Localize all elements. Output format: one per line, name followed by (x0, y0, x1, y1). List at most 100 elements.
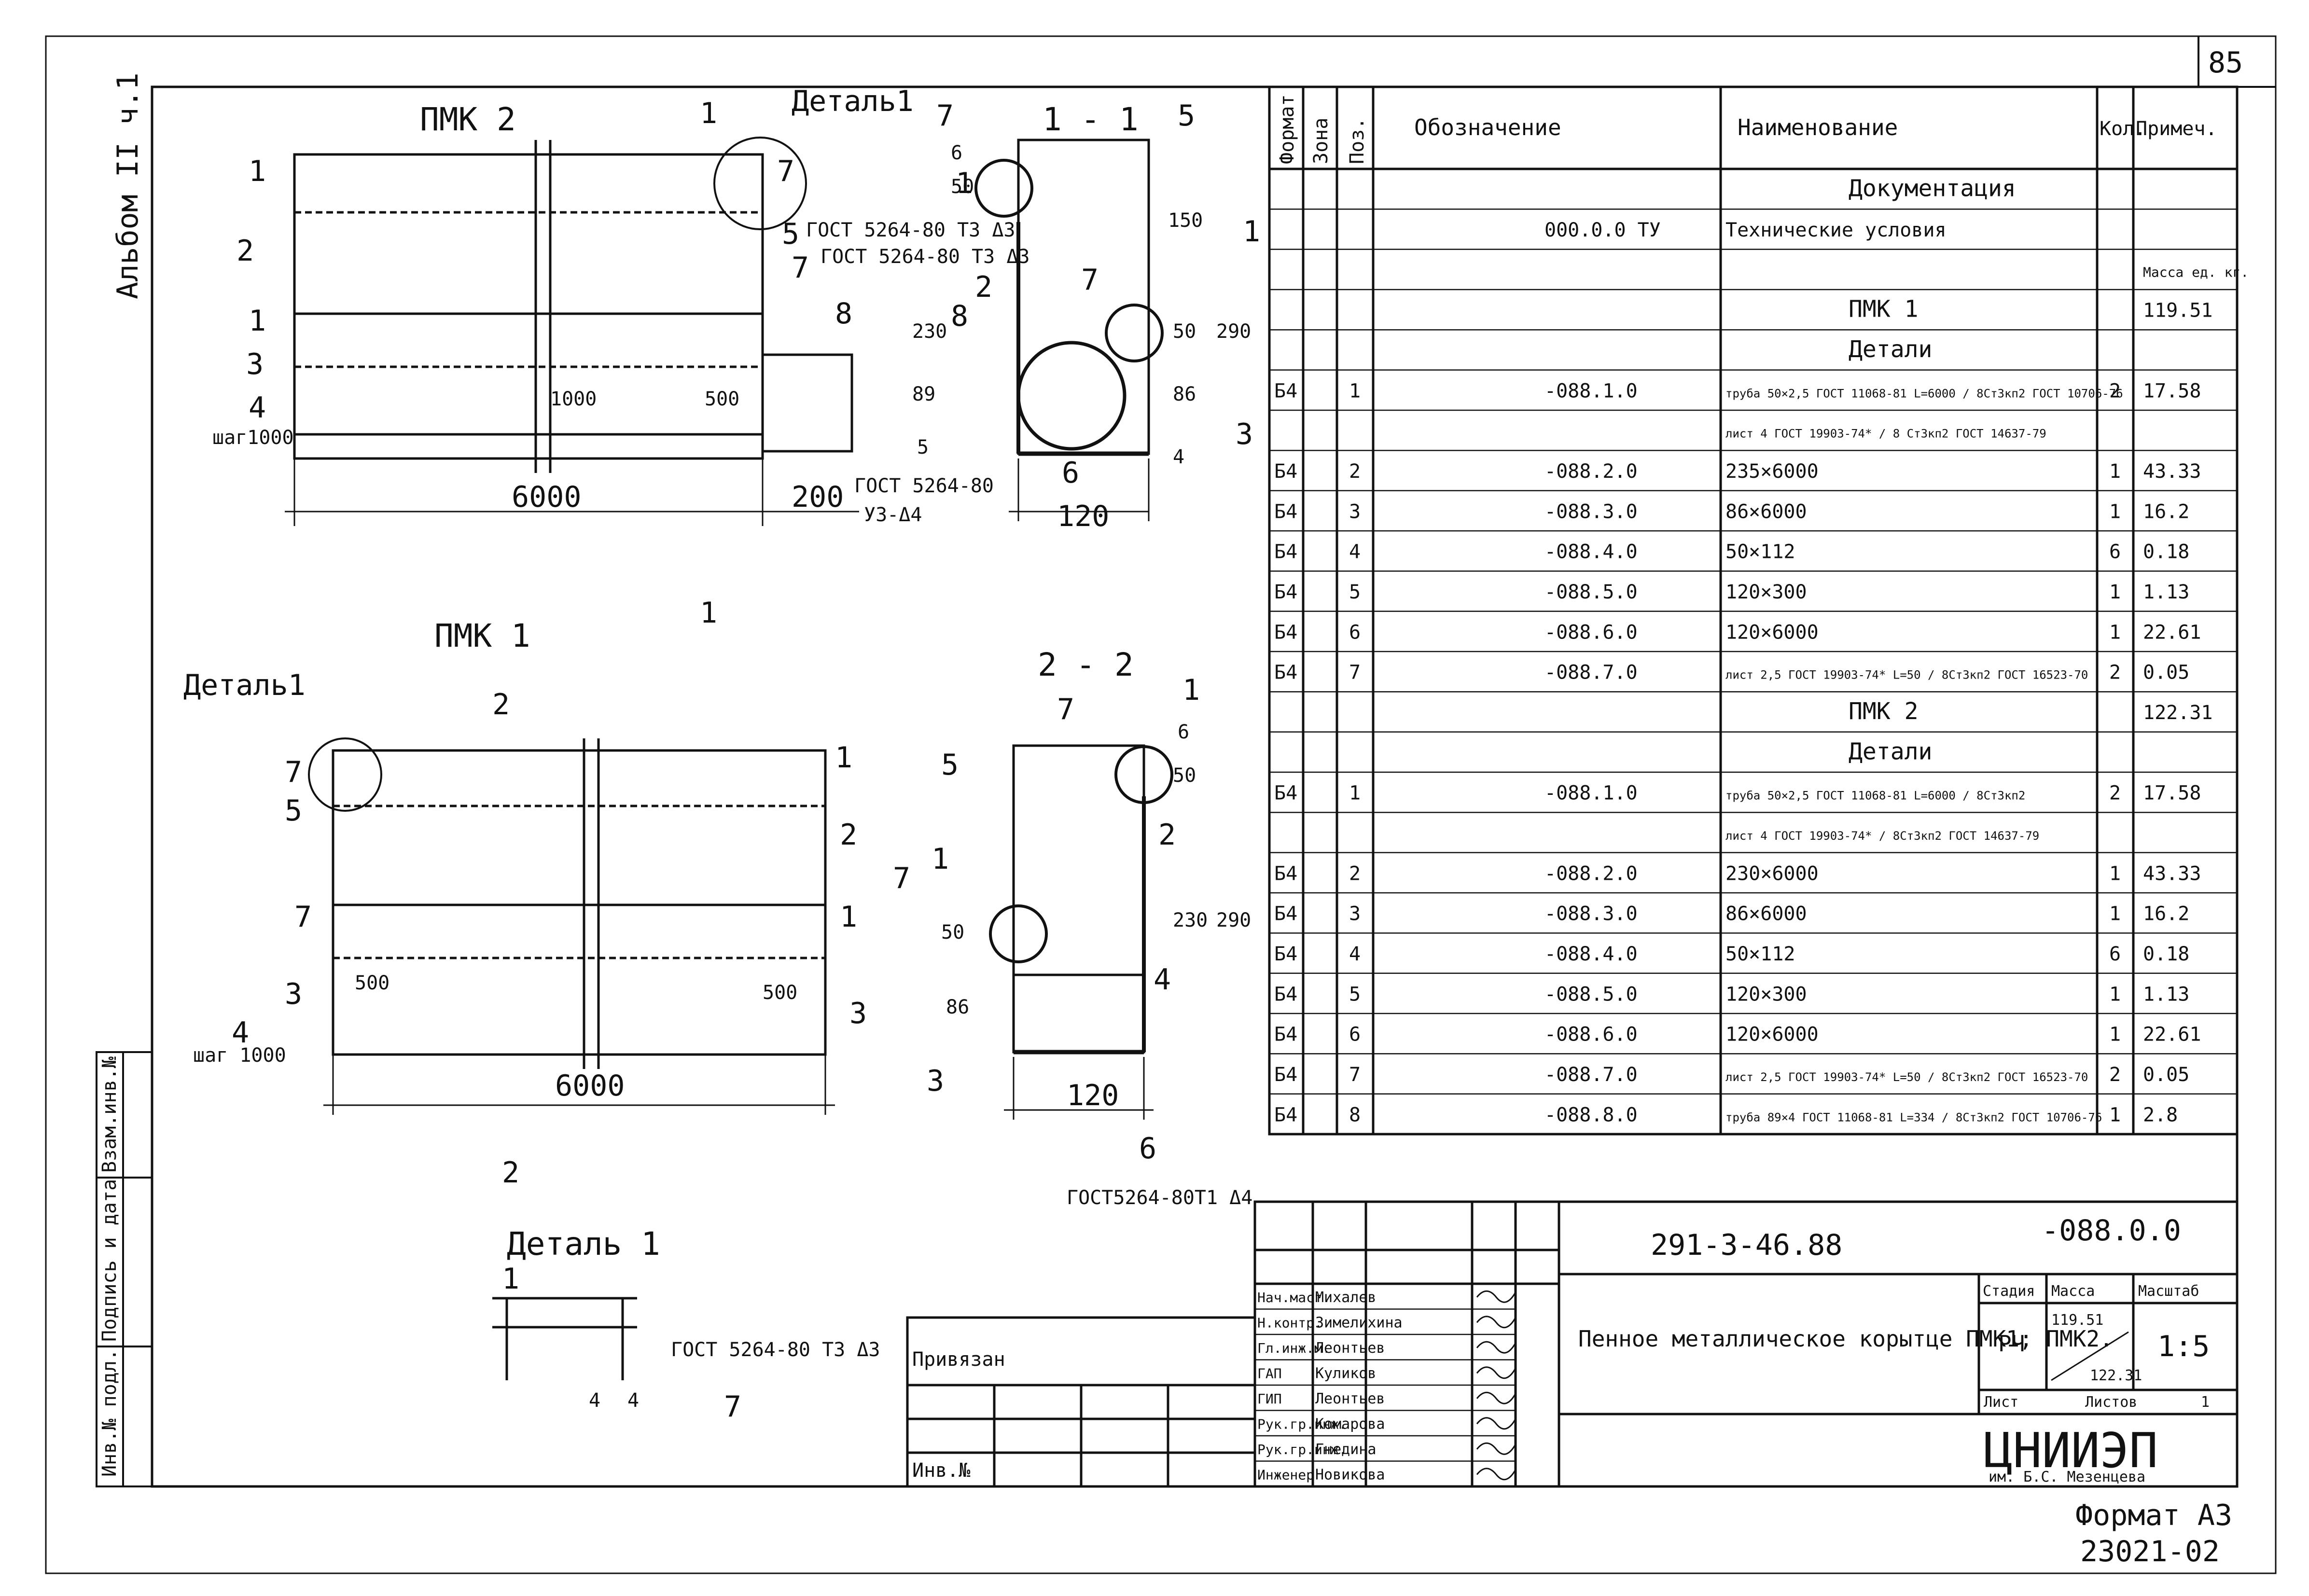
section-2-2-pos-1a: 1 (1182, 673, 1200, 707)
pmk2-view: ПМК 2 Деталь1 1 ГОСТ 5264-80 Т3 Δ3 ГОСТ … (212, 84, 1029, 526)
spec-cell-note: 2.8 (2143, 1104, 2178, 1126)
section-2-2-title: 2 - 2 (1038, 646, 1134, 683)
pmk2-dim-tail: 200 (792, 480, 844, 514)
spec-cell-note: 122.31 (2143, 702, 2213, 724)
detail-1-pos-7: 7 (724, 1390, 741, 1424)
spec-cell-format: Б4 (1274, 943, 1297, 965)
spec-cell-designation: -088.2.0 (1544, 862, 1638, 885)
pmk2-dim-length: 6000 (512, 480, 582, 514)
detail-1-dim-4a: 4 (589, 1389, 600, 1412)
side-field-signature: Подпись и дата (98, 1179, 121, 1342)
section-1-1-pos-1b: 1 (1243, 215, 1260, 249)
spec-cell-name: Технические условия (1725, 219, 1947, 241)
section-2-2-pos-6: 6 (1139, 1132, 1156, 1166)
section-1-1-dim-120: 120 (1057, 500, 1109, 533)
pmk2-pos-7b: 7 (792, 251, 809, 285)
spec-cell-designation: -088.6.0 (1544, 1024, 1638, 1046)
pmk2-title: ПМК 2 (420, 101, 516, 138)
spec-cell-format: Б4 (1274, 460, 1297, 483)
spec-cell-note: 16.2 (2143, 500, 2189, 523)
pmk2-pos-3: 3 (246, 347, 264, 381)
detail-1: Деталь 1 ГОСТ 5264-80 Т3 Δ3 4 4 1 7 (492, 1225, 880, 1424)
spec-cell-name: 120×300 (1725, 581, 1807, 603)
staff-role: Н.контр. (1257, 1315, 1322, 1331)
spec-cell-name: лист 4 ГОСТ 19903-74* / 8Ст3кп2 ГОСТ 146… (1725, 829, 2039, 843)
spec-cell-note: 1.13 (2143, 983, 2189, 1005)
spec-cell-designation: -088.6.0 (1544, 621, 1638, 643)
section-2-2: 2 - 2 6 50 290 230 50 86 120 1 7 5 2 1 7… (893, 646, 1252, 1209)
archive-number: 23021-02 (2080, 1535, 2220, 1568)
pmk2-pos-4: 4 (249, 391, 266, 425)
spec-cell-name: 50×112 (1725, 943, 1795, 965)
pmk2-pos-1a: 1 (249, 154, 266, 188)
spec-cell-format: Б4 (1274, 1024, 1297, 1046)
spec-cell-format: Б4 (1274, 862, 1297, 885)
scale-value: 1:5 (2157, 1330, 2210, 1363)
spec-cell-format: Б4 (1274, 903, 1297, 925)
staff-list: Нач.маст.МихалевН.контр.ЗимелихинаГл.инж… (1257, 1289, 1516, 1483)
staff-row: Нач.маст.Михалев (1257, 1289, 1516, 1306)
pmk1-step-label: шаг 1000 (193, 1044, 286, 1067)
spec-cell-format: Б4 (1274, 380, 1297, 402)
spec-cell-note: 17.58 (2143, 782, 2201, 805)
staff-role: ГИП (1257, 1391, 1282, 1407)
spec-row: Детали (1849, 336, 1932, 363)
stage-value: РЧ (1998, 1331, 2025, 1357)
sheet-label: Лист (1984, 1394, 2018, 1411)
spec-cell-name: труба 50×2,5 ГОСТ 11068-81 L=6000 / 8Ст3… (1725, 789, 2025, 803)
spec-cell-note: 43.33 (2143, 460, 2201, 483)
signature-mark (1476, 1316, 1516, 1329)
spec-cell-qty: 1 (2109, 500, 2121, 523)
spec-cell-name: труба 50×2,5 ГОСТ 11068-81 L=6000 / 8Ст3… (1725, 387, 2123, 400)
header-qty: Кол. (2100, 118, 2146, 140)
pmk1-pos-4: 4 (232, 1016, 249, 1050)
section-2-2-dim-290: 290 (1216, 909, 1251, 931)
section-1-1-pos-7a: 7 (936, 99, 954, 133)
section-1-1-dim-6: 6 (951, 142, 962, 164)
spec-cell-name: Детали (1849, 738, 1932, 765)
spec-cell-designation: -088.5.0 (1544, 581, 1638, 603)
spec-cell-name: 86×6000 (1725, 500, 1807, 523)
spec-cell-name: лист 2,5 ГОСТ 19903-74* L=50 / 8Ст3кп2 Г… (1725, 668, 2088, 682)
spec-cell-qty: 1 (2109, 621, 2121, 643)
signature-mark (1476, 1468, 1516, 1481)
spec-cell-pos: 3 (1349, 500, 1361, 523)
sheet-code: -088.0.0 (2042, 1214, 2181, 1248)
pmk1-pos-5: 5 (285, 794, 302, 828)
signature-mark (1476, 1442, 1516, 1455)
spec-cell-designation: -088.7.0 (1544, 662, 1638, 684)
section-2-2-dim-6: 6 (1178, 721, 1189, 743)
section-2-2-dim-86: 86 (946, 996, 969, 1018)
spec-cell-format: Б4 (1274, 581, 1297, 603)
section-1-1-pos-3: 3 (1236, 417, 1253, 451)
page-number: 85 (2208, 46, 2243, 80)
spec-cell-note: 0.18 (2143, 541, 2189, 563)
format-label: Формат А3 (2075, 1499, 2232, 1532)
spec-cell-qty: 1 (2109, 903, 2121, 925)
spec-cell-pos: 1 (1349, 380, 1361, 402)
signature-mark (1476, 1290, 1516, 1303)
spec-cell-format: Б4 (1274, 983, 1297, 1005)
spec-cell-name: Документация (1849, 175, 2016, 202)
spec-cell-pos: 8 (1349, 1104, 1361, 1126)
pmk2-dim-step: 1000 (550, 388, 597, 410)
spec-row: Детали (1849, 738, 1932, 765)
spec-cell-qty: 1 (2109, 460, 2121, 483)
signature-mark (1476, 1341, 1516, 1354)
spec-cell-pos: 5 (1349, 581, 1361, 603)
section-1-1-dim-50b: 50 (1173, 320, 1196, 343)
spec-cell-designation: -088.7.0 (1544, 1064, 1638, 1086)
header-pos: Поз. (1346, 118, 1368, 164)
pmk2-pos-7a: 7 (777, 154, 794, 188)
spec-cell-format: Б4 (1274, 621, 1297, 643)
spec-cell-note: 0.05 (2143, 662, 2189, 684)
pmk2-dim-500: 500 (705, 388, 739, 410)
